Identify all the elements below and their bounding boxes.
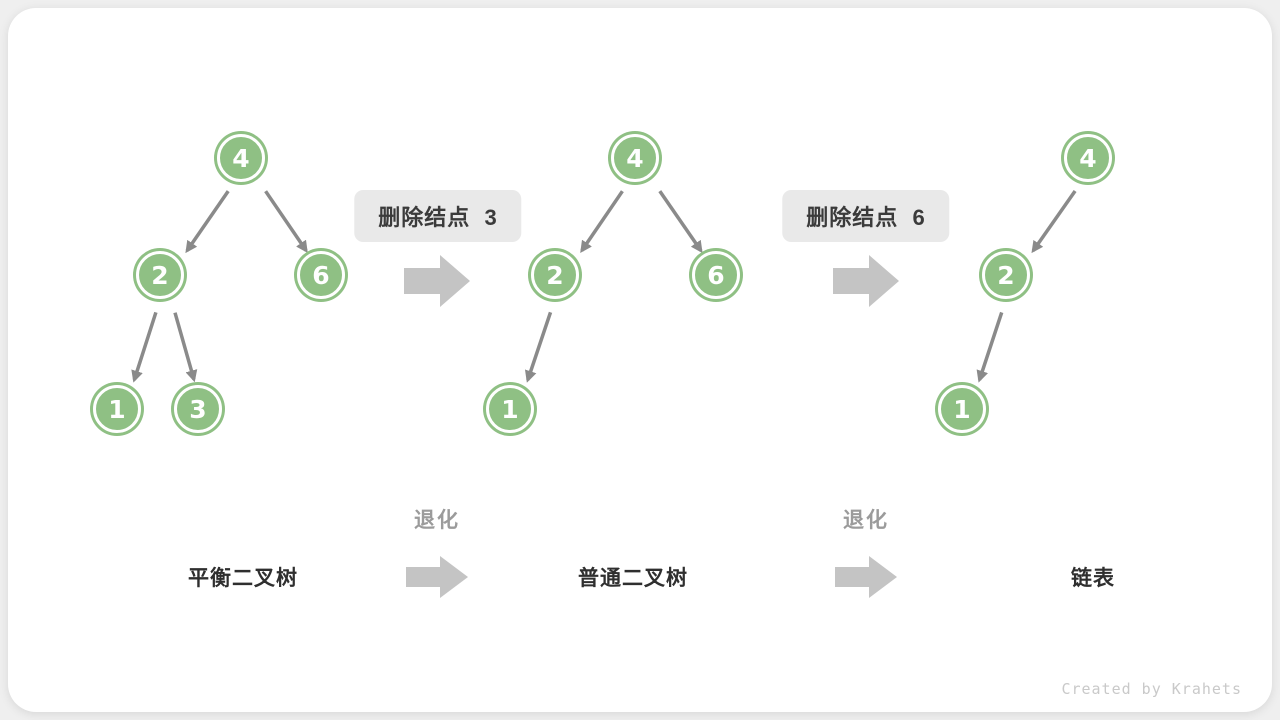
tree-node: 6 (297, 251, 345, 299)
tree-node: 4 (611, 134, 659, 182)
caption-balanced-binary-tree: 平衡二叉树 (188, 567, 298, 590)
tree-node: 2 (136, 251, 184, 299)
watermark: Created by Krahets (1061, 680, 1242, 698)
degrade-arrow-icon (406, 556, 468, 598)
tree-node: 6 (692, 251, 740, 299)
transform-arrow-icon (833, 255, 899, 307)
degrade-label: 退化 (843, 509, 889, 532)
step-label-delete-6: 删除结点 6 (782, 190, 950, 242)
tree-node: 1 (486, 385, 534, 433)
degrade-arrow-icon (835, 556, 897, 598)
tree-node: 2 (531, 251, 579, 299)
tree-node: 2 (982, 251, 1030, 299)
degrade-label: 退化 (414, 509, 460, 532)
caption-linked-list: 链表 (1071, 567, 1115, 590)
tree-node: 1 (938, 385, 986, 433)
tree-node: 4 (1064, 134, 1112, 182)
tree-node: 1 (93, 385, 141, 433)
caption-ordinary-binary-tree: 普通二叉树 (578, 567, 688, 590)
transform-arrow-icon (404, 255, 470, 307)
step-label-delete-3: 删除结点 3 (354, 190, 522, 242)
canvas-card (8, 8, 1272, 712)
tree-node: 3 (174, 385, 222, 433)
tree-node: 4 (217, 134, 265, 182)
